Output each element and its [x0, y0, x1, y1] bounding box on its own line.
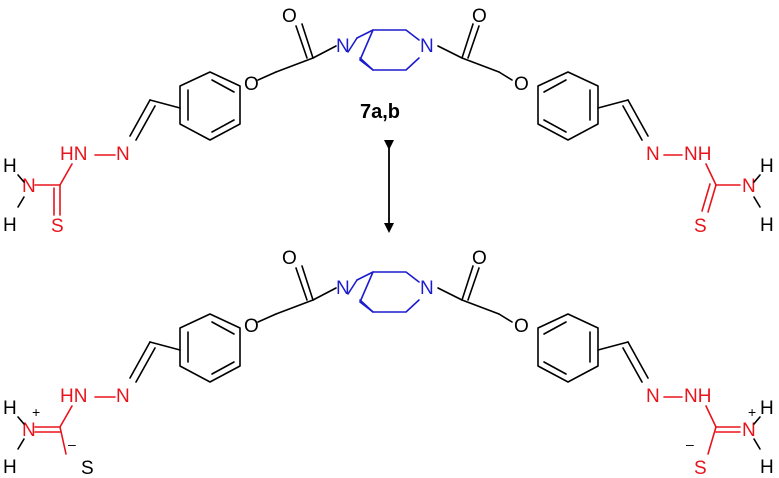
left-amine-n: N	[22, 176, 36, 197]
left-minus-charge: –	[68, 436, 76, 452]
right-nh-b: NH	[684, 386, 711, 407]
top-molecule: N HN N S H H N NH N S H	[3, 5, 774, 237]
right-h-bottom: H	[760, 215, 774, 236]
right-thiolate-s: S	[694, 458, 707, 478]
left-thiolate-s: S	[81, 458, 94, 478]
left-plus-charge: +	[32, 404, 40, 420]
right-minus-charge: –	[686, 436, 694, 452]
right-amine-n: N	[742, 176, 756, 197]
right-h-bottom-b: H	[760, 457, 774, 478]
right-h-top-b: H	[760, 398, 774, 419]
left-h-top: H	[3, 156, 17, 177]
left-zwitterion: N HN N + S – H H	[3, 386, 130, 478]
left-thiosemicarbazone: N HN N S H H	[3, 144, 130, 237]
right-nh: NH	[684, 144, 711, 165]
bottom-molecule: N HN N + S – H H N NH N + S	[3, 247, 774, 478]
right-thione-s: S	[694, 216, 707, 237]
left-h-bottom-b: H	[3, 457, 17, 478]
right-imine-n: N	[646, 144, 660, 165]
right-plus-charge: +	[748, 404, 756, 420]
left-iminium-n: N	[22, 420, 36, 441]
right-h-top: H	[760, 156, 774, 177]
left-hn-b: HN	[60, 386, 87, 407]
left-hn: HN	[60, 144, 87, 165]
compound-label: 7a,b	[360, 101, 400, 123]
right-zwitterion: N NH N + S – H H	[646, 386, 774, 478]
left-thione-s: S	[51, 216, 64, 237]
left-imine-n: N	[116, 144, 130, 165]
right-iminium-n: N	[742, 420, 756, 441]
right-thiosemicarbazone: N NH N S H H	[646, 144, 774, 237]
right-imine-n-b: N	[646, 386, 660, 407]
left-h-top-b: H	[3, 398, 17, 419]
left-imine-n-b: N	[116, 386, 130, 407]
left-h-bottom: H	[3, 215, 17, 236]
